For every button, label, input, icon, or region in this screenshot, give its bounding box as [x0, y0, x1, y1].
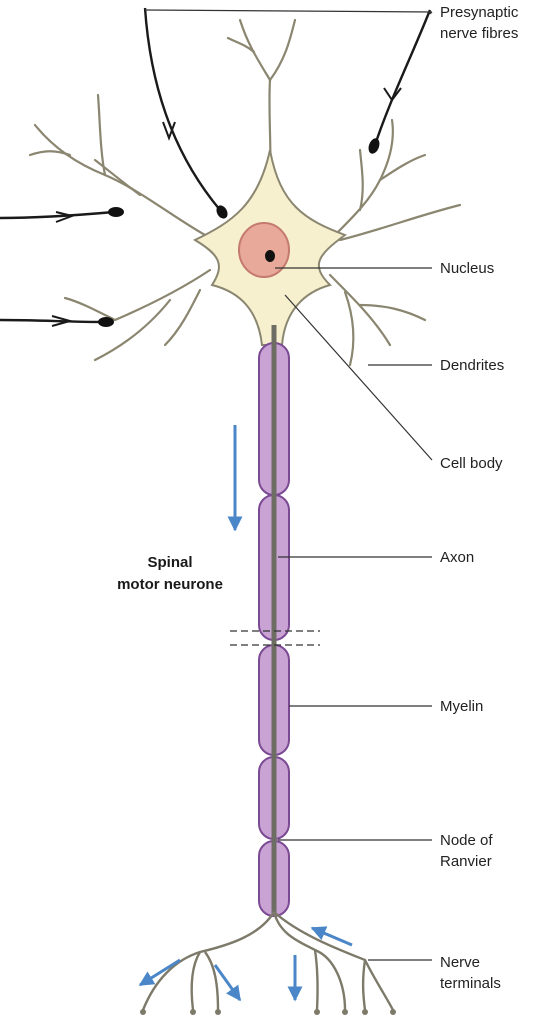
- nucleolus: [265, 250, 275, 262]
- label-axon: Axon: [440, 547, 474, 568]
- terminal-arrow-icon: [312, 928, 352, 945]
- terminal-arrow-icon: [215, 965, 240, 1000]
- terminal-endings: [140, 1009, 396, 1015]
- label-dendrites: Dendrites: [440, 355, 504, 376]
- label-myelin: Myelin: [440, 696, 483, 717]
- label-presynaptic: Presynaptic nerve fibres: [440, 2, 518, 44]
- signal-arrows: [140, 425, 352, 1000]
- label-nucleus: Nucleus: [440, 258, 494, 279]
- dendrites: [30, 20, 460, 365]
- label-cell-body: Cell body: [440, 453, 503, 474]
- diagram-title: Spinal motor neurone: [100, 552, 240, 596]
- presynaptic-fibres: [0, 8, 430, 322]
- label-nerve-terminals: Nerve terminals: [440, 952, 501, 994]
- label-node-of-ranvier: Node of Ranvier: [440, 830, 493, 872]
- nucleus-shape: [239, 223, 289, 277]
